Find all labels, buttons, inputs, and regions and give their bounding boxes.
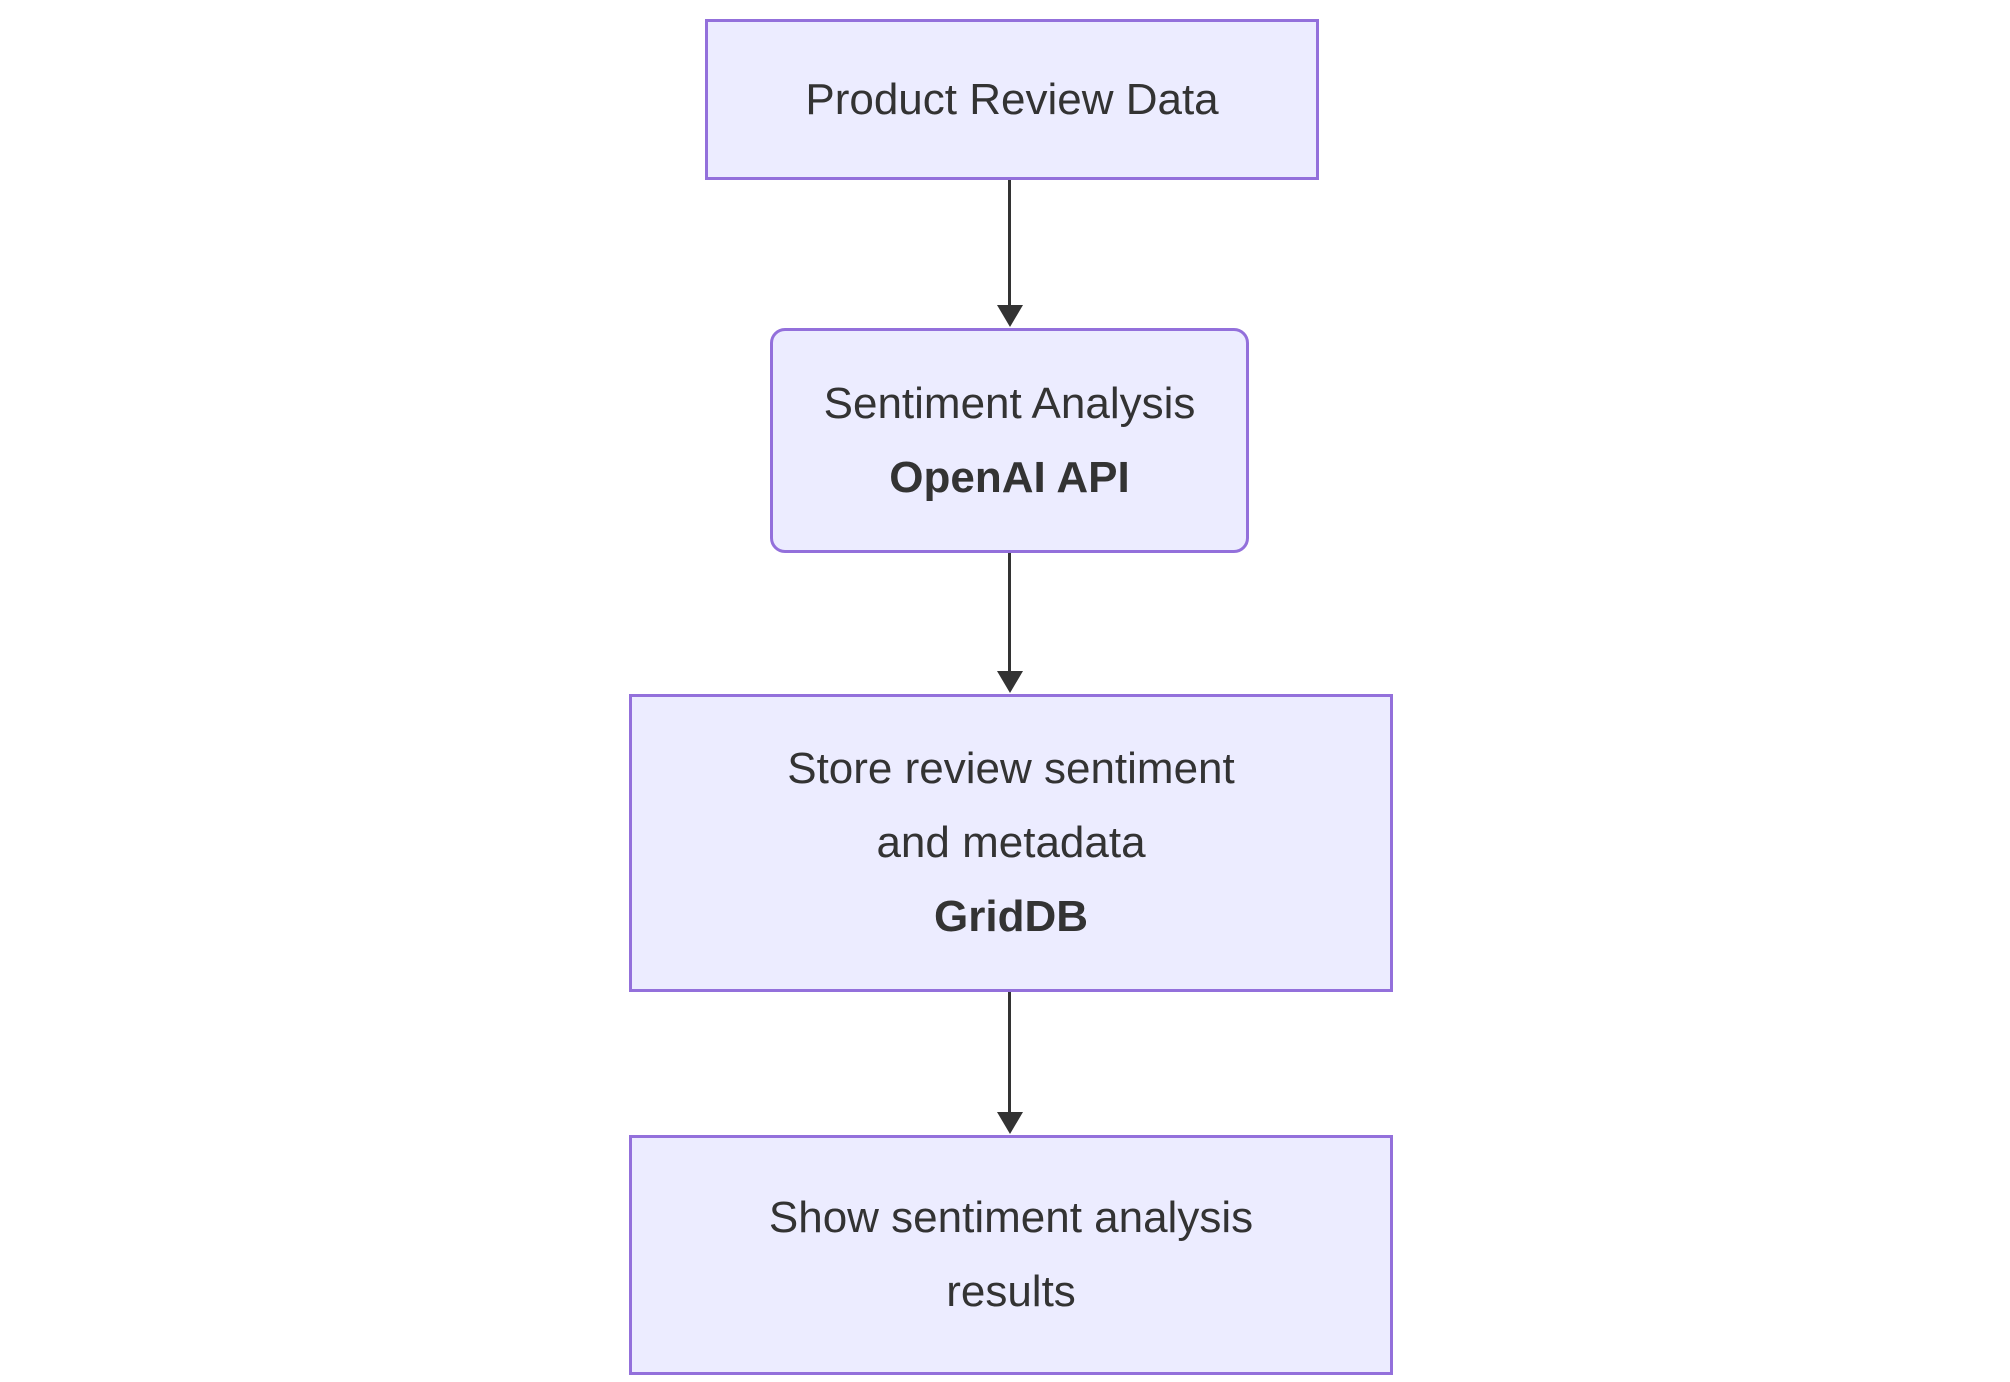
node-show-results-label-line2: results <box>946 1267 1076 1316</box>
node-product-review-data-label: Product Review Data <box>805 74 1219 124</box>
node-product-review-data: Product Review Data <box>705 19 1319 180</box>
node-store-sentiment-label-line1: Store review sentiment <box>787 744 1235 793</box>
node-store-sentiment-label-line2: and metadata <box>876 818 1146 867</box>
node-sentiment-analysis: Sentiment Analysis OpenAI API <box>770 328 1249 553</box>
edge-sentiment-to-store-line <box>1008 553 1011 673</box>
edge-store-to-show-line <box>1008 992 1011 1113</box>
node-store-sentiment-sublabel: GridDB <box>934 892 1088 941</box>
edge-product-review-to-sentiment-line <box>1008 180 1011 307</box>
edge-store-to-show-arrowhead-icon <box>997 1112 1023 1134</box>
node-show-results-label-line1: Show sentiment analysis <box>768 1193 1254 1242</box>
node-sentiment-analysis-label: Sentiment Analysis <box>823 378 1196 428</box>
edge-product-review-to-sentiment-arrowhead-icon <box>997 305 1023 327</box>
node-store-sentiment: Store review sentiment and metadata Grid… <box>629 694 1393 992</box>
node-show-results: Show sentiment analysis results <box>629 1135 1393 1375</box>
edge-sentiment-to-store-arrowhead-icon <box>997 671 1023 693</box>
node-sentiment-analysis-sublabel: OpenAI API <box>889 452 1130 502</box>
